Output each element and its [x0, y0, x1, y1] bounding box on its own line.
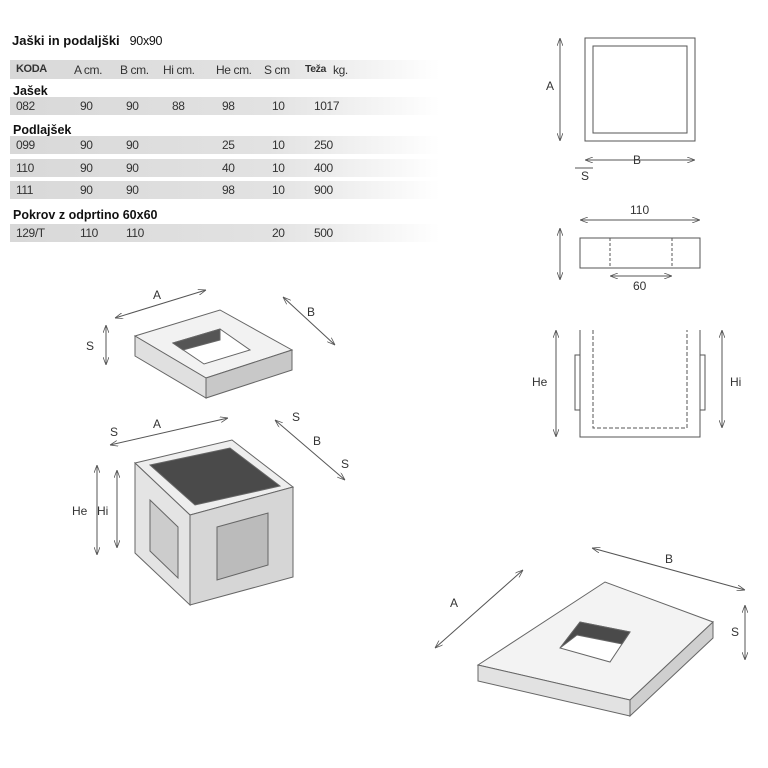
- table-cell: 110: [16, 161, 34, 175]
- table-row: 111 90 90 98 10 900: [10, 181, 440, 199]
- svg-text:S: S: [731, 625, 739, 639]
- table-row: 129/T 110 110 20 500: [10, 224, 440, 242]
- table-cell: 500: [314, 226, 333, 240]
- col-kg: kg.: [333, 63, 348, 77]
- svg-text:He: He: [72, 504, 88, 518]
- svg-text:B: B: [633, 153, 641, 167]
- table-cell: 400: [314, 161, 333, 175]
- table-cell: 25: [222, 138, 235, 152]
- svg-text:S: S: [581, 169, 589, 183]
- table-cell: 250: [314, 138, 333, 152]
- svg-text:A: A: [546, 79, 554, 93]
- table-cell: 90: [80, 161, 93, 175]
- svg-text:S: S: [110, 425, 118, 439]
- table-header: KODA A cm. B cm. Hi cm. He cm. S cm Teža…: [10, 60, 440, 79]
- svg-text:Hi: Hi: [730, 375, 741, 389]
- table-row: 082 90 90 88 98 10 1017: [10, 97, 440, 115]
- table-cell: 40: [222, 161, 235, 175]
- table-cell: 90: [80, 99, 93, 113]
- col-koda: KODA: [16, 63, 47, 75]
- svg-text:Hi: Hi: [97, 504, 108, 518]
- table-cell: 110: [80, 226, 98, 240]
- table-cell: 90: [126, 138, 139, 152]
- svg-text:110: 110: [630, 203, 649, 217]
- svg-text:B: B: [665, 552, 673, 566]
- col-b: B cm.: [120, 63, 149, 77]
- table-cell: 110: [126, 226, 144, 240]
- svg-text:A: A: [153, 288, 161, 302]
- size-label: 90x90: [129, 34, 163, 48]
- svg-text:B: B: [307, 305, 315, 319]
- table-cell: 10: [272, 138, 285, 152]
- section-label: Pokrov z odprtino 60x60: [13, 208, 158, 222]
- table-cell: 90: [80, 183, 93, 197]
- table-cell: 90: [126, 183, 139, 197]
- svg-text:S: S: [341, 457, 349, 471]
- col-s: S cm: [264, 63, 290, 77]
- col-hi: Hi cm.: [163, 63, 195, 77]
- section-label: Jašek: [13, 84, 48, 98]
- table-cell: 88: [172, 99, 185, 113]
- col-a: A cm.: [74, 63, 103, 77]
- table-cell: 10: [272, 161, 285, 175]
- table-cell: 099: [16, 138, 35, 152]
- plan-view: [560, 37, 696, 169]
- elevation-view: [556, 330, 722, 438]
- table-cell: 1017: [314, 99, 340, 113]
- svg-text:A: A: [450, 596, 458, 610]
- table-cell: 129/T: [16, 226, 45, 240]
- svg-text:A: A: [153, 417, 161, 431]
- col-he: He cm.: [216, 63, 252, 77]
- iso-lid: [106, 290, 335, 399]
- iso-shaft: [97, 418, 345, 607]
- table-cell: 20: [272, 226, 285, 240]
- table-row: 099 90 90 25 10 250: [10, 136, 440, 154]
- table-cell: 10: [272, 183, 285, 197]
- iso-slab: [435, 548, 745, 718]
- svg-text:60: 60: [633, 279, 647, 293]
- table-cell: 111: [16, 183, 34, 197]
- table-cell: 98: [222, 99, 235, 113]
- table-cell: 082: [16, 99, 35, 113]
- table-cell: 10: [272, 99, 285, 113]
- table-cell: 90: [80, 138, 93, 152]
- svg-text:He: He: [532, 375, 548, 389]
- dimension-labels: A B S 110 60 He Hi A B S A S S B S He Hi…: [72, 79, 741, 639]
- table-cell: 90: [126, 99, 139, 113]
- table-cell: 900: [314, 183, 333, 197]
- svg-text:S: S: [86, 339, 94, 353]
- table-cell: 98: [222, 183, 235, 197]
- table-cell: 90: [126, 161, 139, 175]
- table-row: 110 90 90 40 10 400: [10, 159, 440, 177]
- svg-text:B: B: [313, 434, 321, 448]
- svg-text:S: S: [292, 410, 300, 424]
- section-view: [560, 220, 701, 280]
- section-label: Podlajšek: [13, 123, 72, 137]
- col-teza: Teža: [305, 63, 326, 75]
